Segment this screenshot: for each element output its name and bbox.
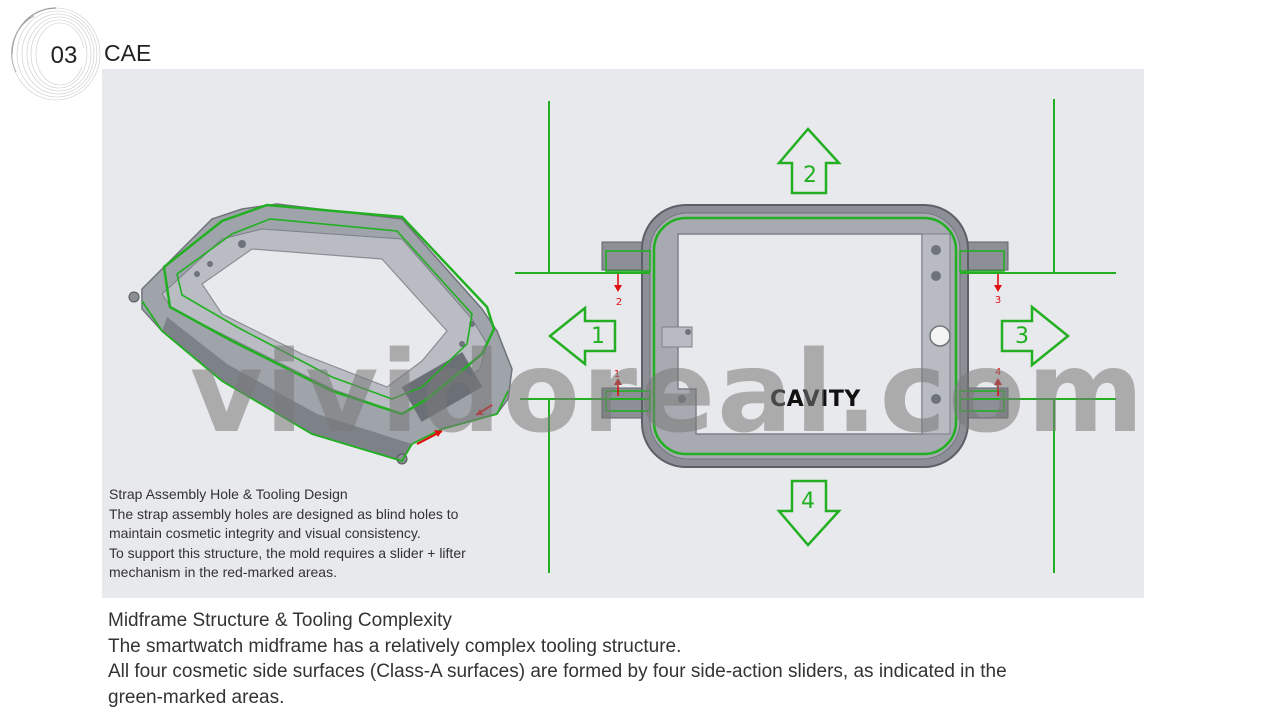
lifter-markers [617, 274, 999, 396]
slider-arrow-2-icon [776, 127, 842, 195]
slider-label-3: 3 [1015, 324, 1029, 349]
slider-label-4: 4 [801, 489, 815, 514]
lifter-label-1: 1 [614, 369, 620, 380]
section-badge: 03 [4, 2, 104, 102]
description-line: All four cosmetic side surfaces (Class-A… [108, 661, 1007, 682]
section-number: 03 [42, 40, 86, 72]
lifter-label-3: 3 [995, 295, 1001, 306]
cavity-topview [601, 204, 1009, 468]
isometric-midframe [128, 203, 513, 465]
description-line: green-marked areas. [108, 686, 285, 708]
slider-parting-lines [515, 99, 1116, 573]
slider-arrow-1-icon [547, 305, 617, 367]
section-title: CAE [104, 40, 152, 66]
slider-arrows [547, 127, 1070, 547]
slider-arrow-4-icon [776, 479, 842, 547]
note-line: The strap assembly holes are designed as… [109, 505, 459, 522]
note-line: To support this structure, the mold requ… [109, 544, 466, 561]
diagram-panel: 1 2 3 4 2 3 1 4 CAVITY Strap Assembly Ho… [102, 69, 1144, 598]
note-title: Strap Assembly Hole & Tooling Design [109, 486, 348, 502]
midframe-description: Midframe Structure & Tooling Complexity … [108, 608, 1268, 710]
lifter-label-2: 2 [616, 297, 622, 308]
description-line: The smartwatch midframe has a relatively… [108, 635, 682, 657]
swirl-graphic [11, 7, 101, 101]
watermark: vividoreal.com [190, 328, 1146, 458]
strap-hole-note: Strap Assembly Hole & Tooling Design The… [109, 485, 529, 583]
cavity-label: CAVITY [770, 387, 861, 412]
description-title: Midframe Structure & Tooling Complexity [108, 610, 452, 631]
note-line: maintain cosmetic integrity and visual c… [109, 525, 421, 541]
note-line: mechanism in the red-marked areas. [109, 564, 337, 580]
slider-label-2: 2 [803, 163, 817, 188]
slider-arrow-3-icon [1000, 304, 1070, 368]
lifter-label-4: 4 [995, 367, 1001, 378]
slider-label-1: 1 [591, 324, 605, 349]
tooling-diagram: 1 2 3 4 2 3 1 4 [128, 99, 1116, 573]
